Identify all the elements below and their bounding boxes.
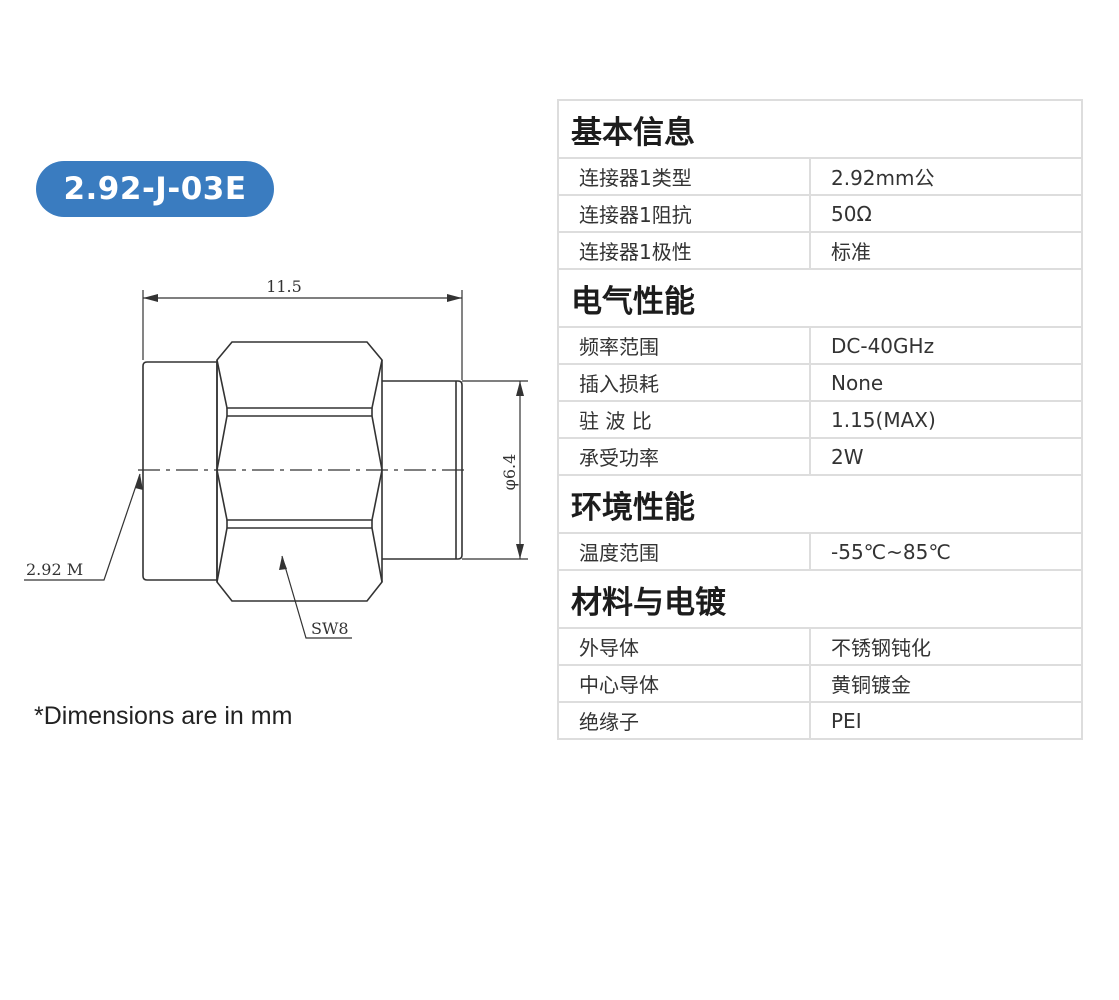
arrow-hex	[279, 556, 287, 570]
arrow-length-right	[447, 294, 462, 302]
model-badge: 2.92-J-03E	[36, 161, 274, 217]
hex-flat-line-2	[226, 408, 373, 416]
section-environment: 环境性能	[557, 474, 1083, 534]
arrow-dia-bottom	[516, 544, 524, 559]
row-value: 50Ω	[809, 194, 1083, 233]
row-label: 中心导体	[557, 664, 811, 703]
row-label: 频率范围	[557, 326, 811, 365]
row-value: 不锈钢钝化	[809, 627, 1083, 666]
table-row: 中心导体黄铜镀金	[557, 664, 1083, 703]
hex-label: SW8	[311, 619, 349, 638]
diameter-label: φ6.4	[500, 454, 519, 491]
section-basic: 基本信息	[557, 99, 1083, 159]
row-label: 承受功率	[557, 437, 811, 476]
row-value: 黄铜镀金	[809, 664, 1083, 703]
interface-label: 2.92 M	[26, 560, 83, 579]
table-row: 温度范围-55℃~85℃	[557, 532, 1083, 571]
row-value: 标准	[809, 231, 1083, 270]
row-label: 温度范围	[557, 532, 811, 571]
row-label: 绝缘子	[557, 701, 811, 740]
hex-flat-line-1	[216, 359, 383, 409]
row-value: 1.15(MAX)	[809, 400, 1083, 439]
row-label: 外导体	[557, 627, 811, 666]
leader-interface	[24, 473, 141, 581]
row-value: -55℃~85℃	[809, 532, 1083, 571]
row-label: 连接器1阻抗	[557, 194, 811, 233]
row-label: 插入损耗	[557, 363, 811, 402]
row-label: 连接器1极性	[557, 231, 811, 270]
hex-nut-outline	[216, 341, 383, 602]
arrow-interface	[135, 474, 143, 490]
row-value: None	[809, 363, 1083, 402]
leader-hex	[281, 555, 352, 639]
table-row: 外导体不锈钢钝化	[557, 627, 1083, 666]
hex-flat-line-6	[216, 527, 383, 583]
dimensions-note: *Dimensions are in mm	[34, 702, 293, 730]
arrow-length-left	[143, 294, 158, 302]
arrow-dia-top	[516, 381, 524, 396]
row-value: 2.92mm公	[809, 157, 1083, 196]
hex-flat-line-3	[216, 415, 383, 471]
length-label: 11.5	[266, 277, 302, 296]
table-row: 连接器1极性标准	[557, 231, 1083, 270]
row-value: 2W	[809, 437, 1083, 476]
left-body-outline	[142, 361, 218, 581]
row-label: 连接器1类型	[557, 157, 811, 196]
row-label: 驻 波 比	[557, 400, 811, 439]
section-materials: 材料与电镀	[557, 569, 1083, 629]
hex-flat-line-5	[226, 520, 373, 528]
section-electrical: 电气性能	[557, 268, 1083, 328]
hex-flat-line-4	[216, 469, 383, 521]
row-value: DC-40GHz	[809, 326, 1083, 365]
row-value: PEI	[809, 701, 1083, 740]
